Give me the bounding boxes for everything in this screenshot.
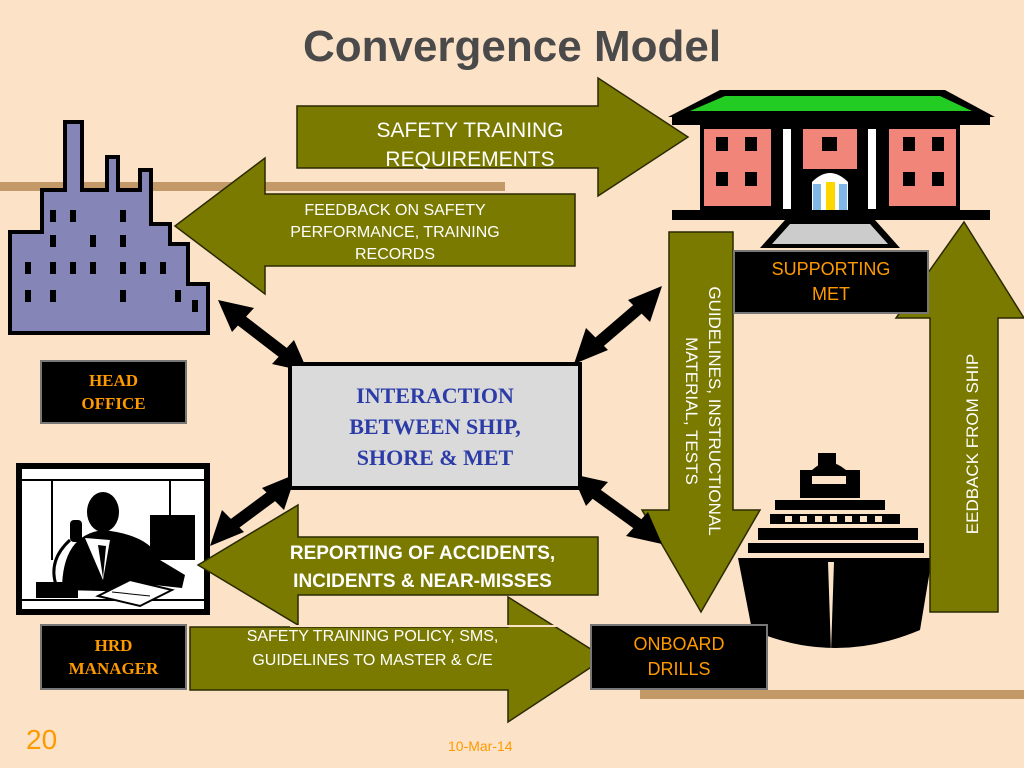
label-guidelines-material: GUIDELINES, INSTRUCTIONAL MATERIAL, TEST… (682, 286, 724, 536)
building-icon (668, 90, 995, 248)
arrow-safety-training-requirements (296, 76, 690, 198)
label-feedback-from-ship: EEDBACK FROM SHIP (963, 353, 982, 535)
arrow-reporting-accidents (196, 503, 599, 627)
arrow-feedback-safety-performance (173, 156, 576, 296)
double-arrow-ship (572, 474, 662, 544)
hrd-manager-label: HRD MANAGER (68, 636, 159, 678)
arrow-safety-training-policy (189, 595, 607, 724)
head-office-label: HEAD OFFICE (81, 371, 146, 413)
factory-icon (8, 120, 210, 335)
supporting-met-label: SUPPORTING MET (771, 259, 891, 304)
interaction-label: INTERACTION BETWEEN SHIP, SHORE & MET (349, 382, 521, 470)
hrd-manager-box: HRD MANAGER (40, 624, 187, 690)
interaction-box: INTERACTION BETWEEN SHIP, SHORE & MET (288, 362, 582, 490)
decorative-stripe-bottom (640, 690, 1024, 699)
double-arrow-met (574, 286, 662, 364)
label-reporting-accidents: REPORTING OF ACCIDENTS, INCIDENTS & NEAR… (289, 543, 556, 592)
head-office-box: HEAD OFFICE (40, 360, 187, 424)
label-safety-training-policy: SAFETY TRAINING POLICY, SMS, GUIDELINES … (246, 628, 499, 669)
ship-icon (738, 453, 932, 652)
label-feedback-safety-performance: FEEDBACK ON SAFETY PERFORMANCE, TRAINING… (290, 202, 500, 263)
double-arrow-hrd-manager (210, 474, 296, 546)
onboard-drills-label: ONBOARD DRILLS (633, 634, 725, 679)
page-title: Convergence Model (302, 22, 722, 71)
slide-date: 10-Mar-14 (448, 738, 513, 754)
manager-on-phone-icon (16, 463, 210, 615)
supporting-met-box: SUPPORTING MET (733, 250, 929, 314)
label-safety-training-requirements: SAFETY TRAINING REQUIREMENTS (376, 119, 564, 171)
reporting-arrow-edge (290, 625, 598, 627)
onboard-drills-box: ONBOARD DRILLS (590, 624, 768, 690)
arrow-feedback-from-ship (894, 220, 1024, 613)
slide-number: 20 (26, 724, 58, 755)
